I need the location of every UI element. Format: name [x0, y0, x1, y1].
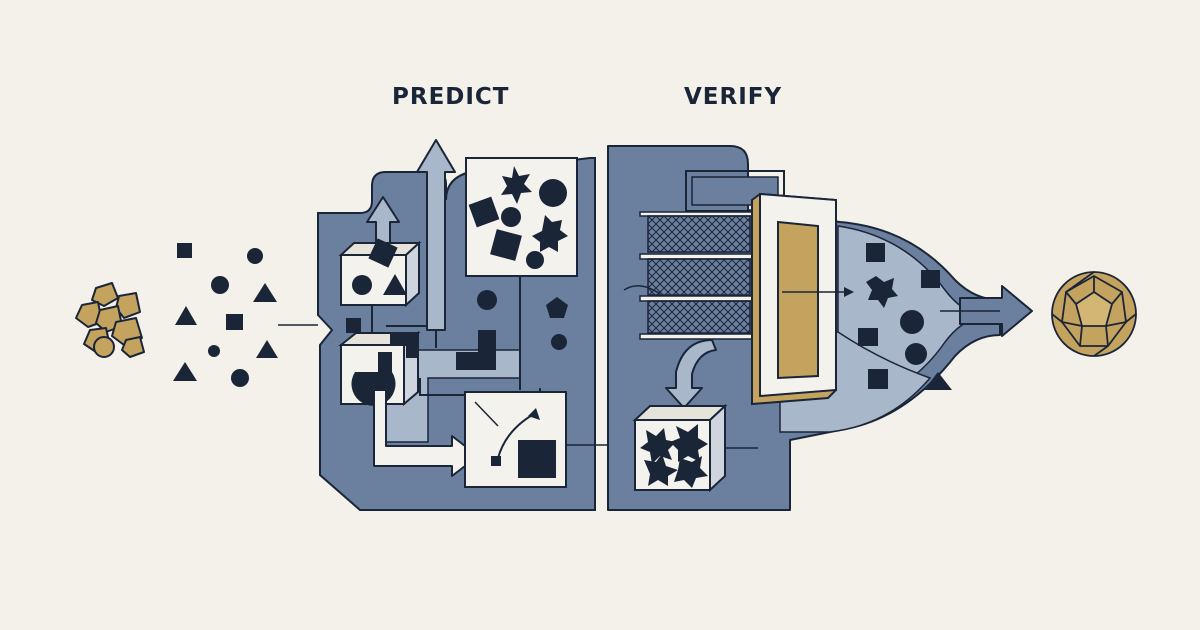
scatter-circle-icon	[247, 248, 263, 264]
triangle-icon	[924, 372, 952, 390]
tilted-square-icon	[368, 238, 398, 268]
scattered-shapes	[173, 243, 278, 387]
verify-door-frame	[751, 192, 837, 406]
funnel-shapes	[858, 243, 952, 390]
verify-sorted-box	[632, 403, 728, 493]
square-icon	[868, 369, 888, 389]
scatter-circle-icon	[211, 276, 229, 294]
curved-arrow-icon	[497, 413, 535, 459]
circle-icon	[477, 290, 497, 310]
verify-down-curve-arrow	[665, 339, 717, 409]
circle-icon	[905, 343, 927, 365]
l-block-icon	[456, 330, 496, 370]
star-icon	[674, 456, 708, 488]
square-icon	[346, 318, 361, 333]
sieve-stack	[623, 211, 753, 340]
scatter-triangle-icon	[175, 306, 197, 325]
square-icon	[858, 328, 878, 346]
sieve-tray	[639, 253, 753, 296]
sieve-tray	[639, 295, 753, 334]
large-square-icon	[518, 440, 556, 478]
star-icon	[501, 166, 532, 204]
square-icon	[866, 243, 885, 262]
scatter-triangle-icon	[256, 340, 278, 358]
scatter-circle-icon	[208, 345, 220, 357]
predict-cube-box-1	[338, 238, 422, 308]
scatter-triangle-icon	[173, 362, 197, 381]
pentagon-icon	[546, 297, 568, 318]
tilted-square-icon	[490, 229, 522, 261]
scatter-square-icon	[226, 314, 243, 330]
predict-output-box	[464, 391, 567, 488]
star-icon	[866, 276, 898, 308]
star-icon	[644, 454, 678, 486]
star-icon	[670, 424, 708, 462]
circle-icon	[526, 251, 544, 269]
star-icon	[532, 215, 568, 252]
predict-shapes-box	[465, 157, 578, 277]
tilted-square-icon	[468, 196, 500, 228]
output-polyhedron-icon	[1051, 271, 1137, 357]
sieve-tray	[639, 211, 753, 253]
small-square-icon	[491, 456, 501, 466]
circle-icon	[551, 334, 567, 350]
scatter-triangle-icon	[253, 283, 277, 302]
sieve-back-frame	[685, 170, 785, 212]
triangle-icon	[383, 274, 407, 295]
circle-icon	[501, 207, 521, 227]
scatter-circle-icon	[231, 369, 249, 387]
scatter-square-icon	[177, 243, 192, 258]
circle-icon	[352, 275, 372, 295]
predict-label: PREDICT	[392, 84, 510, 110]
stair-block-icon	[390, 333, 418, 358]
predict-up-arrow-large	[416, 139, 456, 331]
circle-icon	[900, 310, 924, 334]
input-pieces-icon	[75, 282, 145, 358]
door-arrowhead	[844, 287, 854, 297]
verify-label: VERIFY	[684, 84, 783, 110]
star-icon	[640, 428, 676, 464]
square-icon	[921, 270, 940, 288]
circle-icon	[539, 179, 567, 207]
